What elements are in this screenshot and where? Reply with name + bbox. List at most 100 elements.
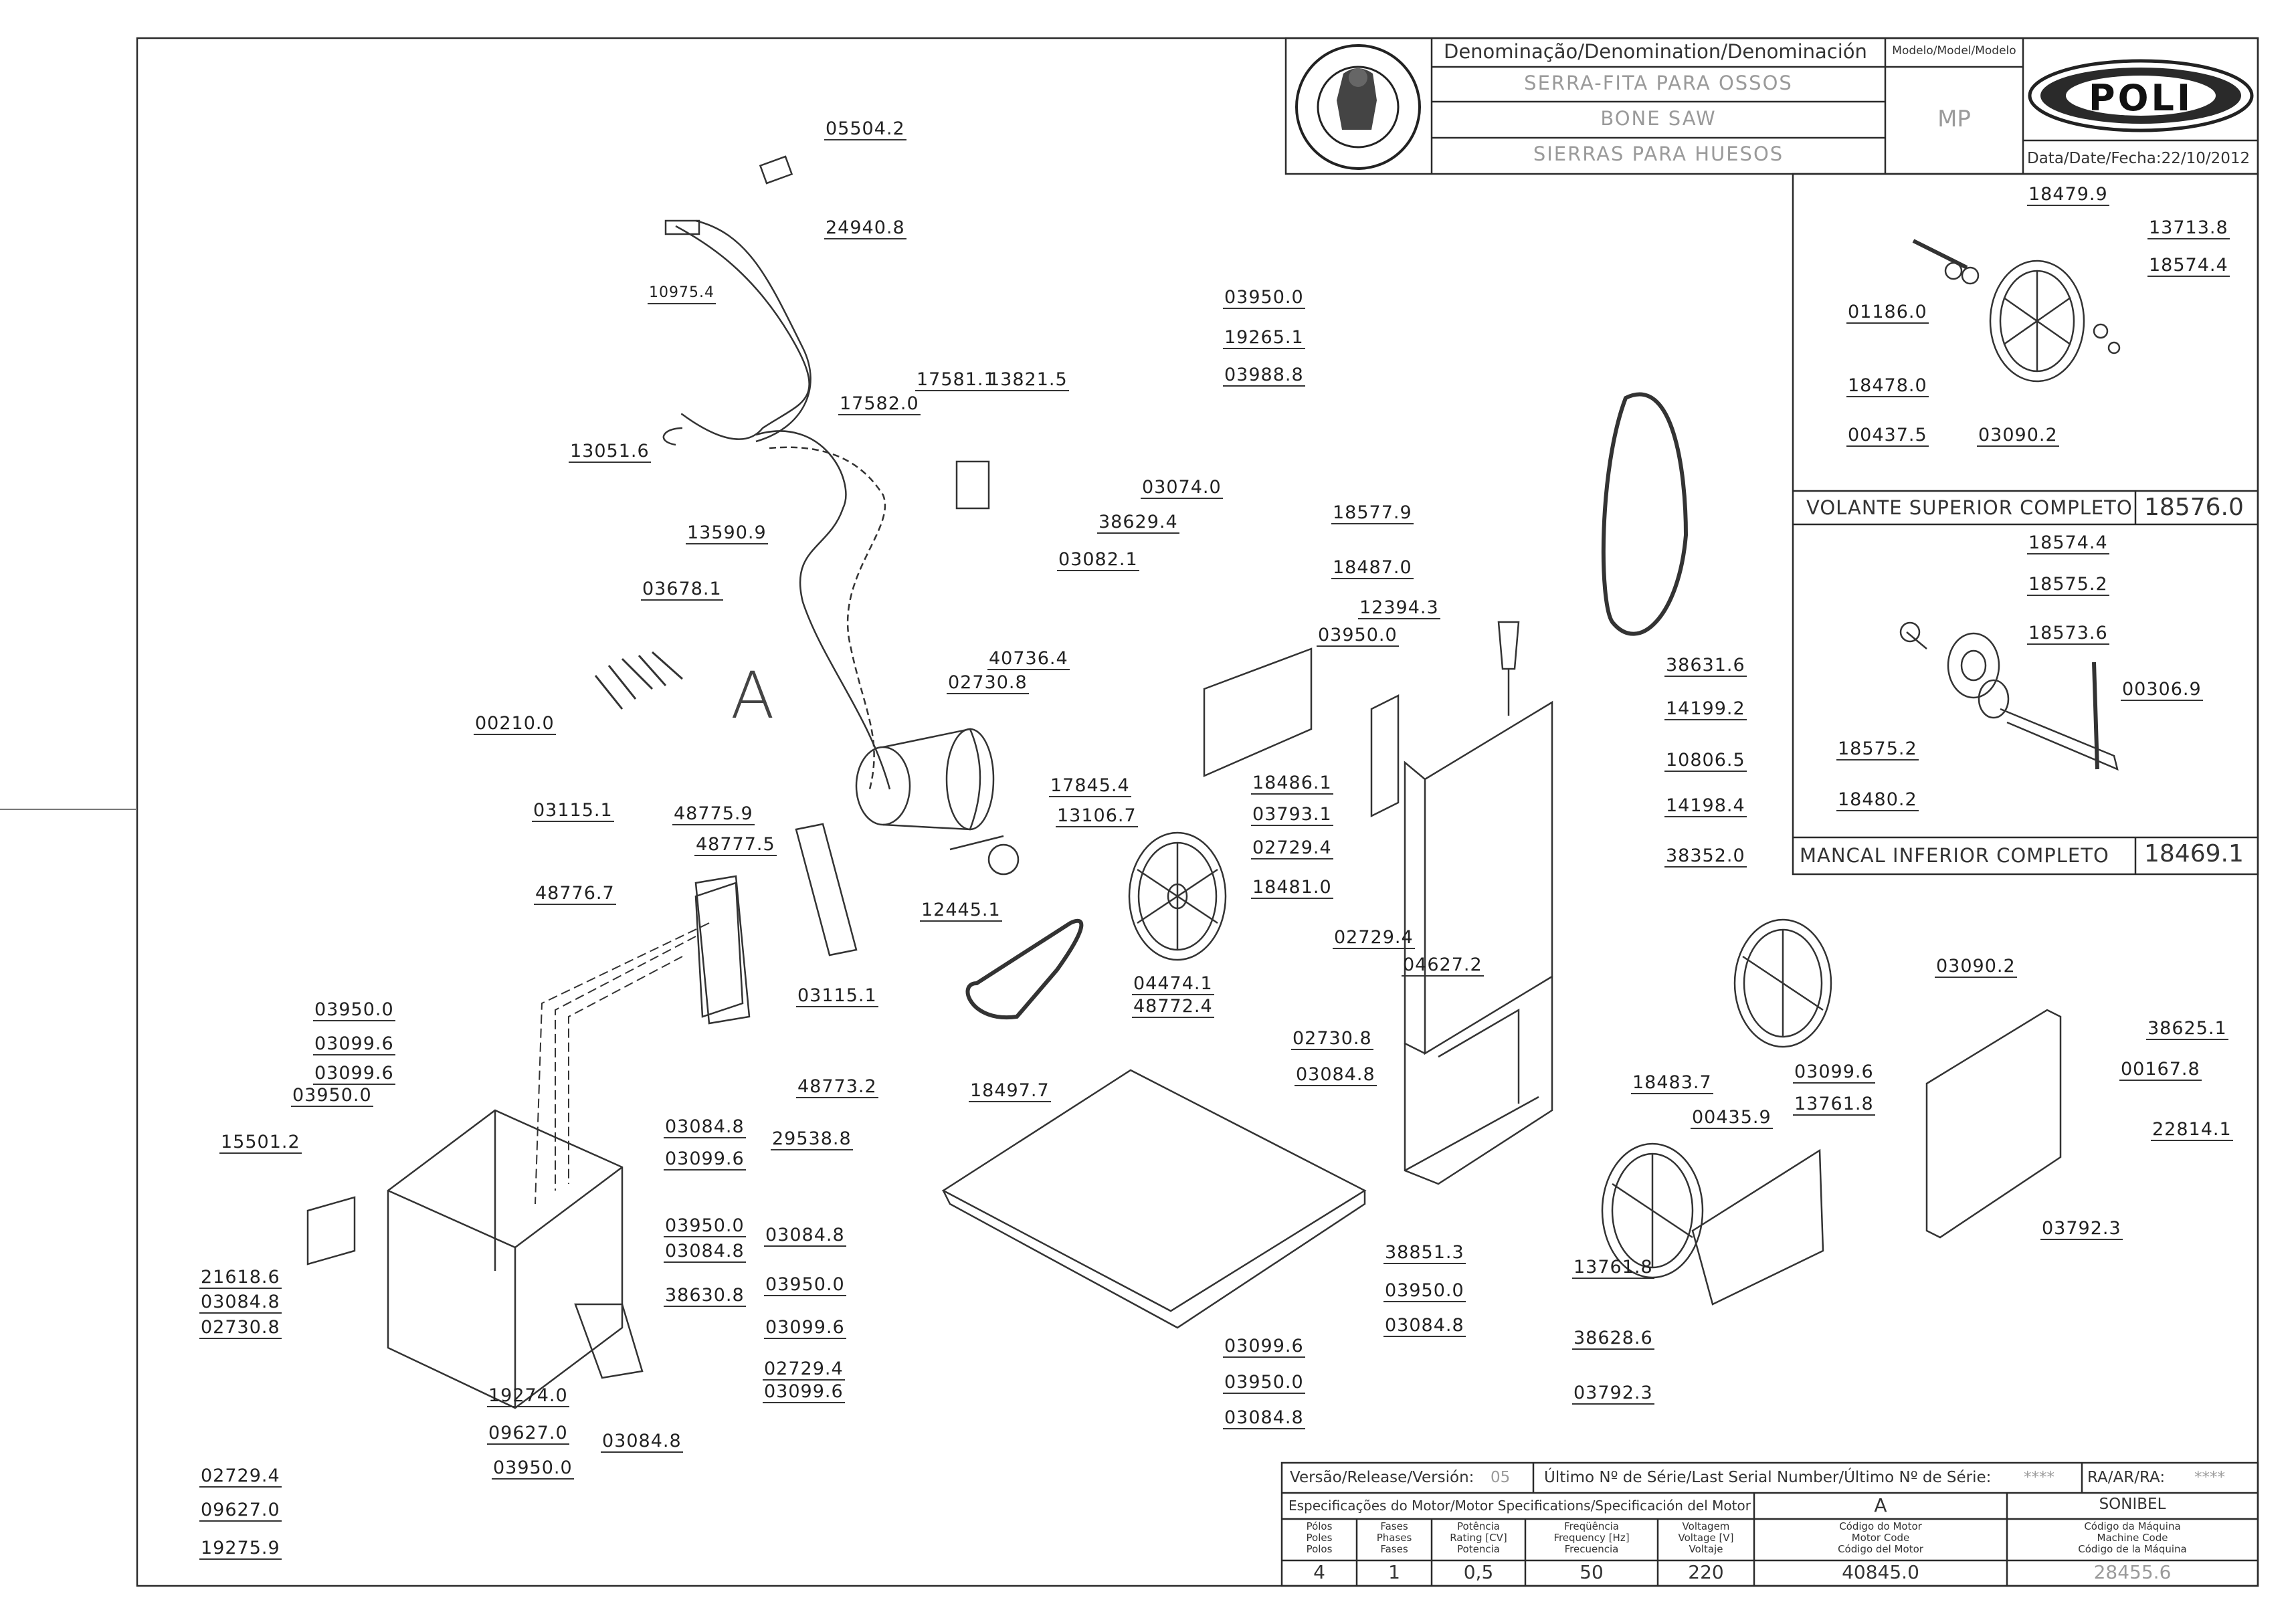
subassembly-1-name: VOLANTE SUPERIOR COMPLETO bbox=[1806, 496, 2133, 519]
spec-value-voltage: 220 bbox=[1688, 1561, 1724, 1583]
part-label: 13761.8 bbox=[1793, 1094, 1875, 1116]
part-label: 03099.6 bbox=[313, 1063, 395, 1085]
sub2-part-label: 18575.2 bbox=[1836, 738, 1919, 760]
part-label: 03950.0 bbox=[291, 1085, 373, 1107]
part-label: 38631.6 bbox=[1664, 655, 1747, 677]
part-label: 19274.0 bbox=[487, 1385, 569, 1407]
version-label: Versão/Release/Versión: bbox=[1290, 1469, 1474, 1486]
part-label: 03115.1 bbox=[796, 985, 878, 1007]
part-label: 03099.6 bbox=[1793, 1061, 1875, 1084]
motor-manufacturer: SONIBEL bbox=[2099, 1496, 2166, 1513]
part-label: 03950.0 bbox=[492, 1457, 574, 1480]
part-label: 03074.0 bbox=[1141, 477, 1223, 499]
sub1-part-label: 18574.4 bbox=[2147, 255, 2230, 277]
part-label: 00435.9 bbox=[1691, 1107, 1773, 1129]
ra-value: **** bbox=[2194, 1469, 2225, 1486]
part-label: 17582.0 bbox=[838, 393, 921, 415]
motor-code-letter: A bbox=[1874, 1494, 1887, 1516]
spec-value-phases: 1 bbox=[1388, 1561, 1400, 1583]
subassembly-2-code: 18469.1 bbox=[2144, 840, 2244, 868]
part-label: 03099.6 bbox=[1223, 1336, 1305, 1358]
part-label: 03084.8 bbox=[1295, 1064, 1377, 1086]
sub2-part-label: 18574.4 bbox=[2027, 532, 2109, 554]
spec-value-poles: 4 bbox=[1313, 1561, 1325, 1583]
part-label: 03099.6 bbox=[313, 1033, 395, 1055]
part-label: 38628.6 bbox=[1572, 1328, 1654, 1350]
drawing-frame bbox=[136, 37, 2259, 1587]
version-value: 05 bbox=[1491, 1469, 1511, 1486]
part-label: 48773.2 bbox=[796, 1076, 878, 1098]
part-label: 12394.3 bbox=[1358, 597, 1440, 619]
part-label: 38629.4 bbox=[1097, 512, 1179, 534]
part-label: 03084.8 bbox=[664, 1116, 746, 1138]
part-label: 03950.0 bbox=[1223, 287, 1305, 309]
part-label: 03950.0 bbox=[764, 1274, 846, 1296]
part-label: 19265.1 bbox=[1223, 327, 1305, 349]
part-label: 19275.9 bbox=[199, 1538, 282, 1560]
part-label: 18486.1 bbox=[1251, 773, 1333, 795]
part-label: 13761.8 bbox=[1572, 1257, 1654, 1279]
part-label: 40736.4 bbox=[987, 648, 1070, 670]
subassembly-1-code: 18576.0 bbox=[2144, 494, 2244, 521]
part-label: 03084.8 bbox=[199, 1292, 282, 1314]
part-label: 48775.9 bbox=[672, 803, 755, 825]
serial-label: Último Nº de Série/Last Serial Number/Úl… bbox=[1544, 1469, 1992, 1486]
part-label: 03090.2 bbox=[1935, 956, 2017, 978]
sub1-part-label: 03090.2 bbox=[1977, 425, 2059, 447]
model-value: MP bbox=[1937, 106, 1971, 132]
part-label: 03099.6 bbox=[764, 1317, 846, 1339]
part-label: 02729.4 bbox=[1333, 927, 1415, 949]
part-label: 38352.0 bbox=[1664, 845, 1747, 868]
spec-value-motor-code: 40845.0 bbox=[1842, 1561, 1919, 1583]
denomination-header: Denominação/Denomination/Denominación bbox=[1444, 40, 1867, 63]
date-label: Data/Date/Fecha:22/10/2012 bbox=[2027, 150, 2251, 167]
motor-spec-title: Especificações do Motor/Motor Specificat… bbox=[1288, 1498, 1751, 1514]
part-label: 03678.1 bbox=[641, 579, 723, 601]
subassembly-2-name: MANCAL INFERIOR COMPLETO bbox=[1800, 844, 2109, 867]
part-label: 14199.2 bbox=[1664, 698, 1747, 720]
part-label: 02730.8 bbox=[199, 1317, 282, 1339]
sub1-part-label: 18478.0 bbox=[1846, 375, 1929, 397]
ra-label: RA/AR/RA: bbox=[2087, 1469, 2166, 1486]
part-label: 02729.4 bbox=[199, 1465, 282, 1488]
part-label: 18577.9 bbox=[1331, 502, 1414, 524]
part-label: 03950.0 bbox=[1383, 1280, 1466, 1302]
part-label: 14198.4 bbox=[1664, 795, 1747, 817]
part-label: 38630.8 bbox=[664, 1285, 746, 1307]
brand-text: POLI bbox=[2089, 77, 2193, 119]
part-label: 03084.8 bbox=[1223, 1407, 1305, 1429]
part-label: 05504.2 bbox=[824, 118, 906, 140]
part-label: 03115.1 bbox=[532, 800, 614, 822]
part-label: 18481.0 bbox=[1251, 877, 1333, 899]
name-es: SIERRAS PARA HUESOS bbox=[1533, 142, 1784, 165]
spec-value-rating: 0,5 bbox=[1463, 1561, 1494, 1583]
spec-value-frequency: 50 bbox=[1580, 1561, 1604, 1583]
part-label: 03950.0 bbox=[1223, 1372, 1305, 1394]
part-label: 02729.4 bbox=[1251, 837, 1333, 859]
part-label: 38625.1 bbox=[2146, 1018, 2228, 1040]
authorized-service-seal bbox=[1295, 44, 1421, 170]
part-label: 48776.7 bbox=[534, 883, 616, 905]
part-label: 02729.4 bbox=[763, 1358, 845, 1381]
sub1-part-label: 00437.5 bbox=[1846, 425, 1929, 447]
part-label: 15501.2 bbox=[219, 1132, 302, 1154]
part-label: 38851.3 bbox=[1383, 1242, 1466, 1264]
part-label: 04627.2 bbox=[1402, 954, 1484, 977]
part-label: 09627.0 bbox=[487, 1423, 569, 1445]
part-label: 10806.5 bbox=[1664, 750, 1747, 772]
part-label: 03950.0 bbox=[313, 999, 395, 1021]
sub2-part-label: 18480.2 bbox=[1836, 789, 1919, 811]
part-label: 03792.3 bbox=[1572, 1383, 1654, 1405]
part-label: 03099.6 bbox=[664, 1148, 746, 1171]
part-label: 18483.7 bbox=[1631, 1072, 1713, 1094]
part-label: 13821.5 bbox=[987, 369, 1069, 391]
sub1-part-label: 13713.8 bbox=[2147, 217, 2230, 239]
sub2-part-label: 18575.2 bbox=[2027, 574, 2109, 596]
part-label: 48777.5 bbox=[694, 834, 777, 856]
part-label: 03084.8 bbox=[601, 1431, 683, 1453]
